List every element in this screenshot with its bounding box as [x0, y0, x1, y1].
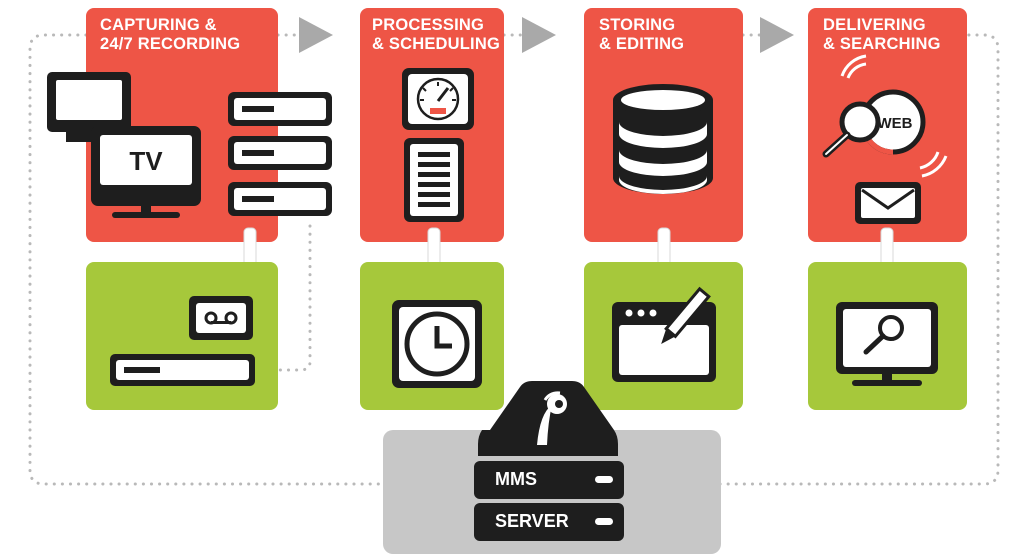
monitor-search-icon: [836, 302, 938, 386]
database-icon: [613, 84, 713, 194]
gauge-icon: [402, 68, 474, 130]
stage-4-title: DELIVERING & SEARCHING: [823, 16, 941, 54]
arrow-icon: [299, 17, 333, 53]
server-label-server: SERVER: [495, 511, 569, 531]
stage-1-title-line1: CAPTURING &: [100, 16, 217, 34]
web-search-icon: WEB: [822, 54, 948, 178]
clock-icon: [392, 300, 482, 388]
stage-4-title-line1: DELIVERING: [823, 16, 926, 34]
monitor-icon: [47, 72, 131, 142]
web-label: WEB: [878, 115, 913, 132]
stage-3-title: STORING & EDITING: [599, 16, 684, 54]
recorder-icon: [110, 354, 255, 386]
server-logo-icon: [537, 391, 567, 445]
document-icon: [404, 138, 464, 222]
cassette-icon: [189, 296, 253, 340]
tv-label: TV: [129, 146, 163, 176]
stage-2-title-line1: PROCESSING: [372, 16, 485, 34]
server-icon: [470, 381, 626, 541]
tv-icon: [91, 126, 201, 218]
envelope-icon: [855, 182, 921, 224]
stage-2-title: PROCESSING & SCHEDULING: [372, 16, 500, 54]
stage-4-title-line2: & SEARCHING: [823, 35, 941, 53]
arrow-icon: [760, 17, 794, 53]
stage-1-title-line2: 24/7 RECORDING: [100, 35, 241, 53]
arrow-icon: [522, 17, 556, 53]
server-label-mms: MMS: [495, 469, 537, 489]
stage-3-title-line2: & EDITING: [599, 35, 685, 53]
stage-2-title-line2: & SCHEDULING: [372, 35, 500, 53]
flow-arrows: [299, 17, 794, 53]
stage-3-title-line1: STORING: [599, 16, 676, 34]
rack-units-icon: [228, 92, 332, 216]
stage-1-title: CAPTURING & 24/7 RECORDING: [100, 16, 240, 54]
edit-window-icon: [612, 286, 716, 382]
dotted-flow-loop: [28, 33, 1000, 486]
